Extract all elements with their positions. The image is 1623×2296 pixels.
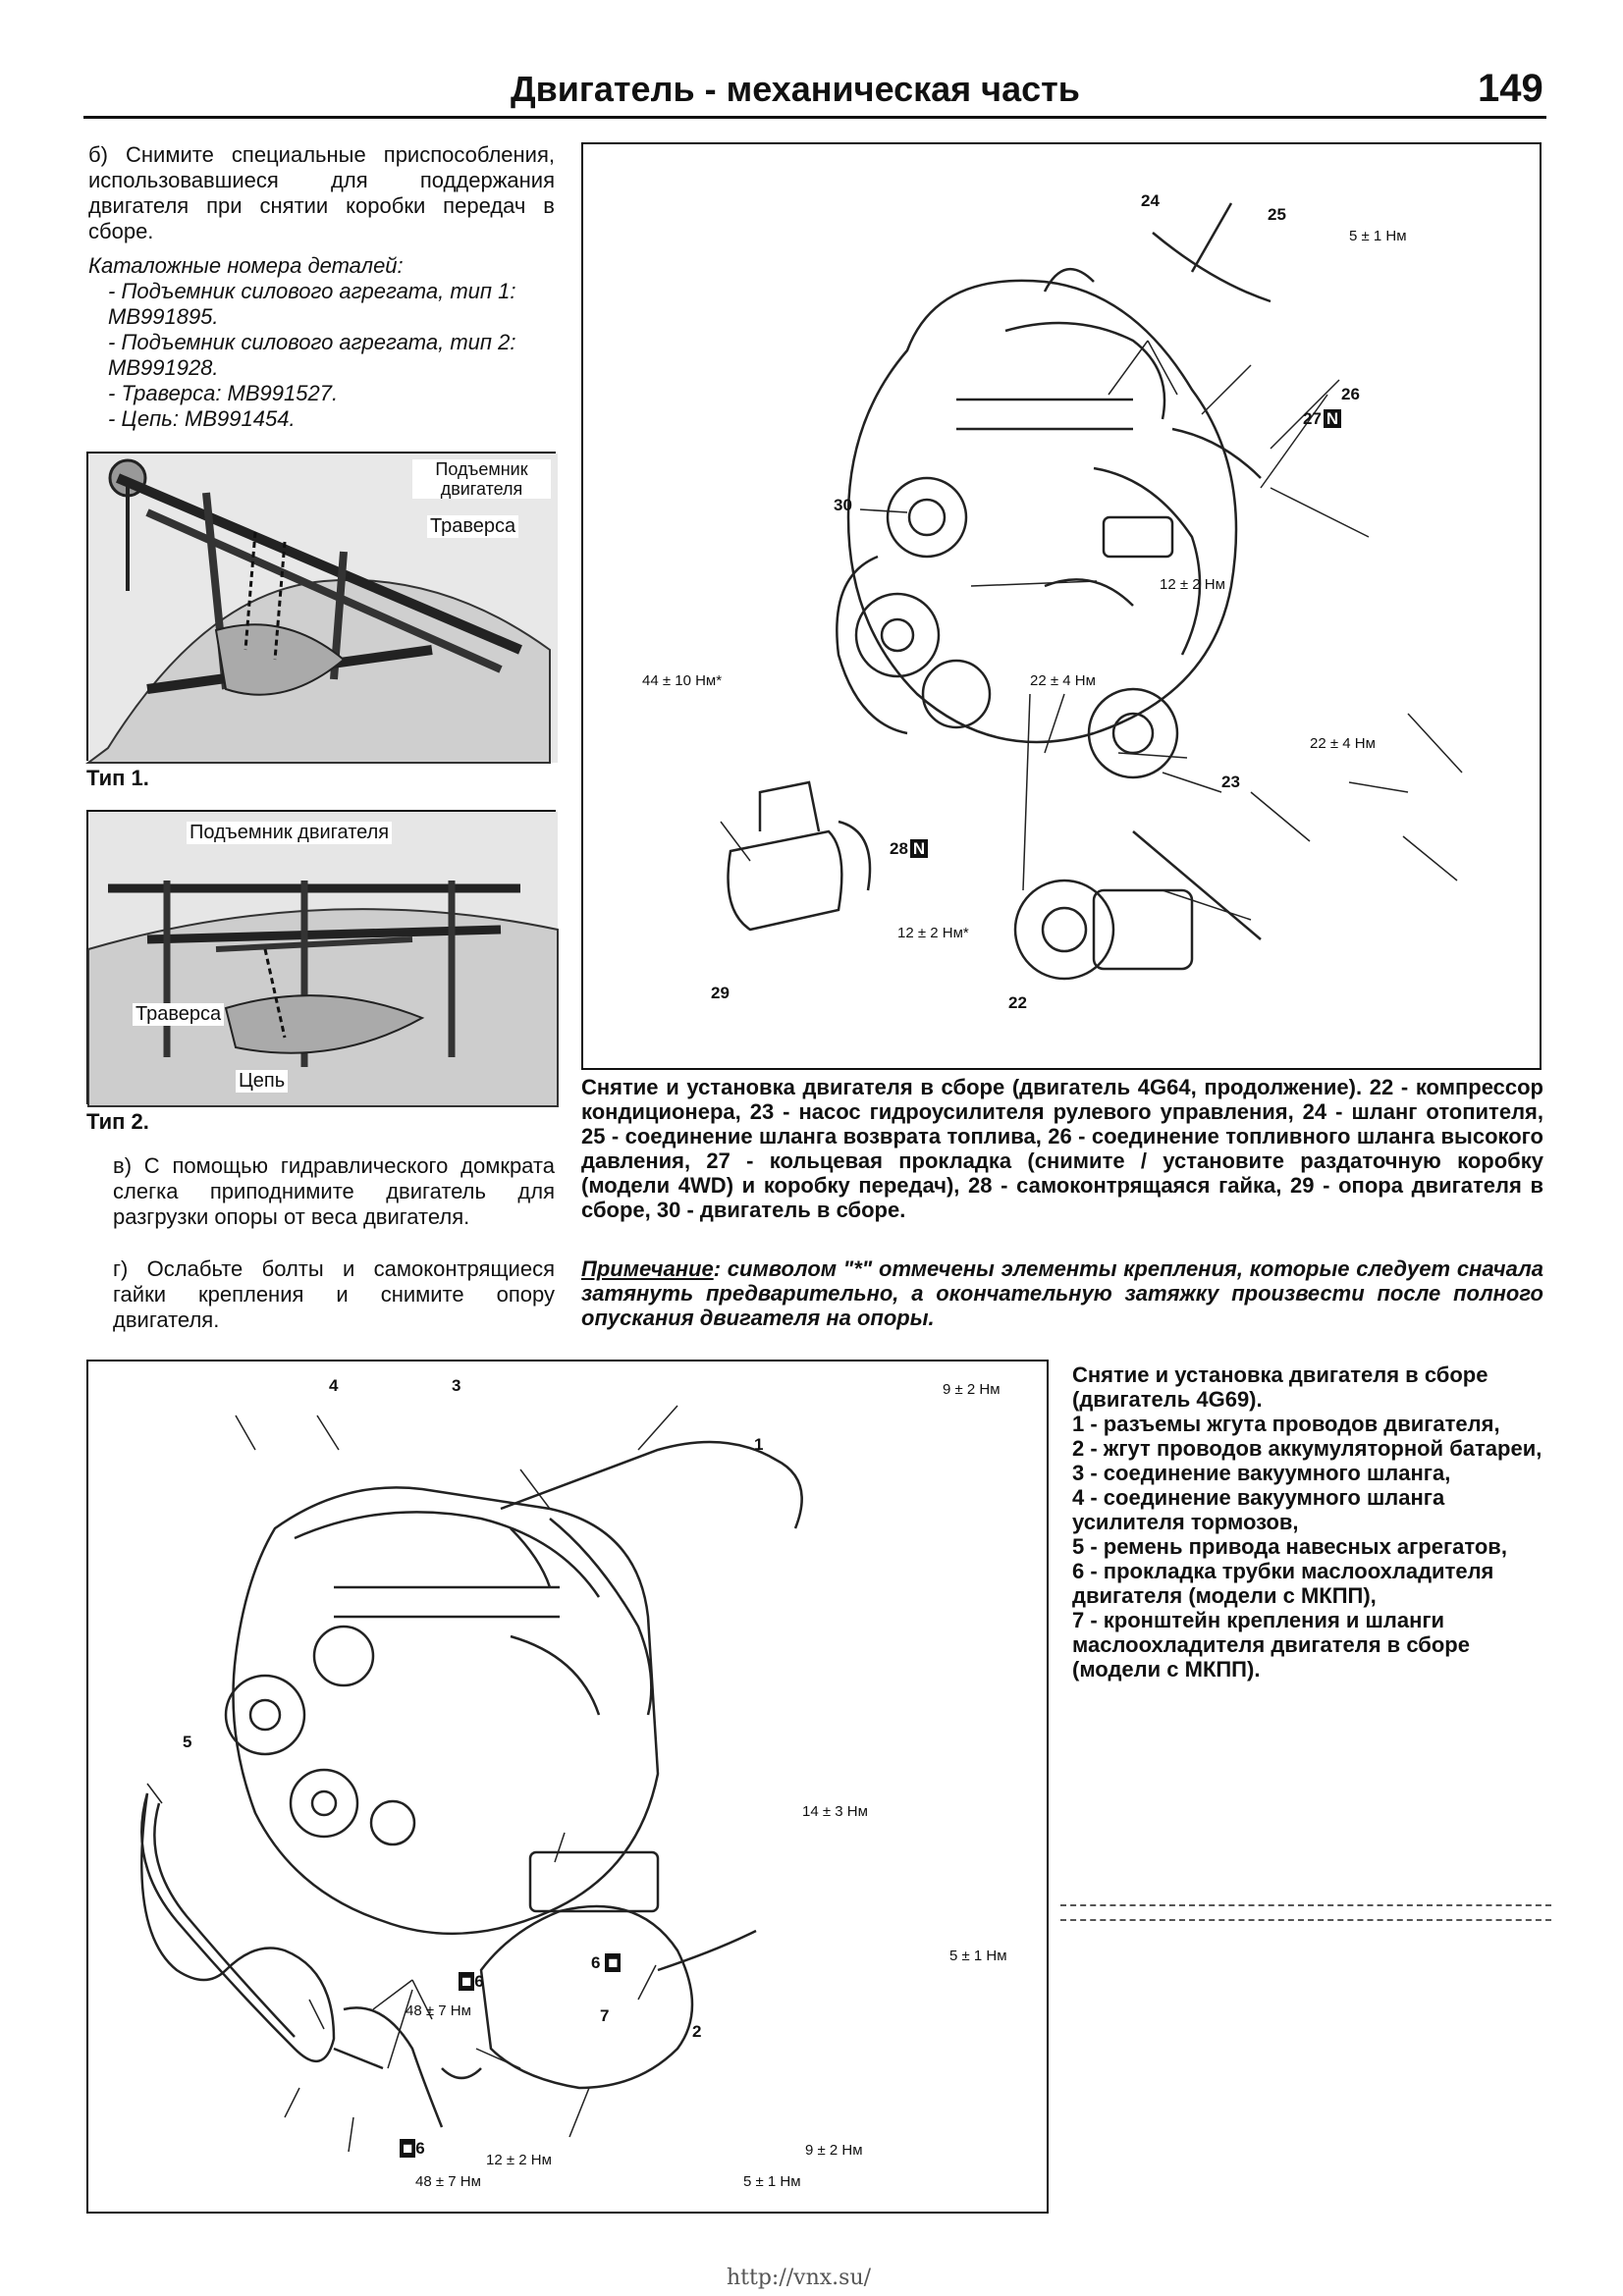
callout-6a: 6 ■ — [591, 1953, 622, 1973]
callout-29: 29 — [711, 984, 730, 1002]
torque-12-star: 12 ± 2 Нм* — [897, 925, 969, 941]
figure-4g69: 4 3 9 ± 2 Нм 1 5 14 ± 3 Нм 5 ± 1 Нм 6 ■ … — [86, 1360, 1049, 2214]
note-label: Примечание — [581, 1256, 714, 1281]
scan-artifact-line — [1060, 1919, 1551, 1921]
torque-22a: 22 ± 4 Нм — [1030, 672, 1096, 689]
label-chain: Цепь — [236, 1070, 289, 1093]
torque-12: 12 ± 2 Нм — [486, 2152, 552, 2168]
step-g-text: г) Ослабьте болты и самоконтрящиеся гайк… — [113, 1256, 555, 1332]
callout-25: 25 — [1268, 205, 1286, 224]
engine-4g69-exploded-illustration — [140, 1405, 803, 2153]
caption-item: 1 - разъемы жгута проводов двигателя, — [1072, 1412, 1500, 1436]
callout-4: 4 — [329, 1376, 339, 1395]
badge-icon: ■ — [605, 1953, 622, 1972]
torque-5: 5 ± 1 Нм — [1349, 228, 1407, 244]
figure-4g64-caption: Снятие и установка двигателя в сборе (дв… — [581, 1075, 1543, 1222]
torque-5b: 5 ± 1 Нм — [743, 2173, 801, 2190]
note-text: : символом "*" отмечены элементы креплен… — [581, 1256, 1543, 1330]
caption-item: 6 - прокладка трубки маслоохладителя дви… — [1072, 1559, 1494, 1608]
badge-icon: ■ — [400, 2139, 416, 2158]
engine-lift-type1-illustration — [85, 454, 558, 764]
footer-url: http://vnx.su/ — [727, 2266, 872, 2290]
caption-title: Снятие и установка двигателя в сборе (дв… — [1072, 1362, 1488, 1412]
torque-9b: 9 ± 2 Нм — [805, 2142, 863, 2159]
label-beam: Траверса — [427, 515, 519, 538]
catalog-item: - Цепь: MB991454. — [108, 406, 296, 431]
torque-48a: 48 ± 7 Нм — [406, 2002, 471, 2019]
torque-12: 12 ± 2 Нм — [1160, 576, 1225, 593]
catalog-heading: Каталожные номера деталей: — [88, 253, 404, 278]
torque-48b: 48 ± 7 Нм — [415, 2173, 481, 2190]
callout-23: 23 — [1221, 773, 1240, 791]
catalog-item: - Подъемник силового агрегата, тип 1: MB… — [108, 279, 516, 329]
figure-4g64-note: Примечание: символом "*" отмечены элемен… — [581, 1256, 1543, 1330]
caption-item: 7 - кронштейн крепления и шланги маслоох… — [1072, 1608, 1470, 1682]
catalog-list: - Подъемник силового агрегата, тип 1: MB… — [108, 279, 555, 432]
torque-5: 5 ± 1 Нм — [949, 1948, 1007, 1964]
torque-44: 44 ± 10 Нм* — [642, 672, 723, 689]
photo2-caption: Тип 2. — [86, 1109, 149, 1134]
badge-n: N — [909, 839, 929, 858]
callout-22: 22 — [1008, 993, 1027, 1012]
torque-9: 9 ± 2 Нм — [943, 1381, 1001, 1398]
callout-26: 26 — [1341, 385, 1360, 403]
figure-4g69-caption: Снятие и установка двигателя в сборе (дв… — [1072, 1362, 1543, 1682]
caption-item: 3 - соединение вакуумного шланга, — [1072, 1461, 1451, 1485]
torque-14: 14 ± 3 Нм — [802, 1803, 868, 1820]
photo1-caption: Тип 1. — [86, 766, 149, 790]
engine-4g64-exploded-illustration — [720, 202, 1463, 981]
callout-1: 1 — [754, 1435, 764, 1454]
torque-22b: 22 ± 4 Нм — [1310, 735, 1376, 752]
callout-5: 5 — [183, 1733, 192, 1751]
label-engine-lift: Подъемник двигателя — [412, 459, 551, 499]
header-divider — [83, 116, 1546, 119]
badge-n: N — [1323, 409, 1342, 428]
badge-icon: ■ — [459, 1972, 475, 1991]
callout-6b: ■6 — [459, 1972, 484, 1992]
page-number: 149 — [1478, 67, 1543, 110]
callout-2: 2 — [692, 2022, 702, 2041]
callout-7: 7 — [600, 2006, 610, 2025]
photo-type2: Подъемник двигателя Траверса Цепь — [86, 810, 559, 1107]
scan-artifact-line — [1060, 1904, 1551, 1906]
photo-type1: Подъемник двигателя Траверса — [85, 452, 558, 764]
callout-24: 24 — [1141, 191, 1160, 210]
caption-item: 5 - ремень привода навесных агрегатов, — [1072, 1534, 1507, 1559]
engine-lift-type2-illustration — [87, 812, 559, 1107]
callout-3: 3 — [452, 1376, 461, 1395]
page-title: Двигатель - механическая часть — [511, 69, 1080, 109]
step-v-text: в) С помощью гидравлического домкрата сл… — [113, 1153, 555, 1229]
step-b-text: б) Снимите специальные приспособления, и… — [88, 142, 555, 243]
catalog-item: - Траверса: MB991527. — [108, 381, 339, 405]
callout-6c: ■6 — [400, 2139, 425, 2159]
caption-item: 4 - соединение вакуумного шланга усилите… — [1072, 1485, 1445, 1534]
catalog-item: - Подъемник силового агрегата, тип 2: MB… — [108, 330, 516, 380]
callout-30: 30 — [834, 496, 852, 514]
label-beam: Траверса — [133, 1003, 225, 1026]
caption-item: 2 - жгут проводов аккумуляторной батареи… — [1072, 1436, 1542, 1461]
label-engine-lift: Подъемник двигателя — [187, 822, 393, 844]
